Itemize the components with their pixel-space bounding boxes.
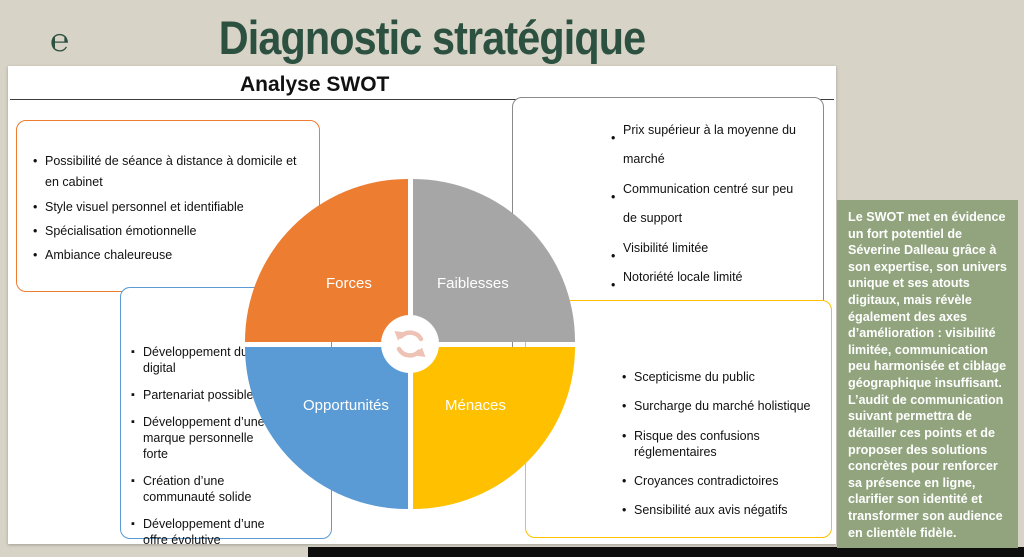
menaces-list: Scepticisme du publicSurcharge du marché… [526,301,836,519]
page-title: Diagnostic stratégique [218,11,646,64]
opportunites-quadrant-label: Opportunités [303,397,389,414]
brand-logo-icon: ℮ [50,22,70,58]
heading-divider [10,99,834,100]
list-item: Sensibilité aux avis négatifs [622,502,822,519]
opportunites-list: Développement du digitalPartenariat poss… [121,288,266,548]
list-item: Croyances contradictoires [622,473,822,490]
list-item: Développement d’une offre évolutive [131,516,266,548]
list-item: Développement du digital [131,344,266,376]
list-item: Possibilité de séance à distance à domic… [33,151,309,194]
forces-quadrant-label: Forces [326,275,372,292]
menaces-box: Scepticisme du publicSurcharge du marché… [525,300,832,538]
cycle-arrows-icon [381,315,439,373]
list-item: Visibilité limitée [611,234,809,272]
list-item: Spécialisation émotionnelle [33,221,309,243]
menaces-quadrant-label: Ménaces [445,397,506,414]
list-item: Prix supérieur à la moyenne du marché [611,116,809,175]
summary-text: Le SWOT met en évidence un fort potentie… [848,210,1007,540]
opportunites-box: Développement du digitalPartenariat poss… [120,287,332,547]
list-item: Création d’une communauté solide [131,473,266,505]
swot-slide: Analyse SWOT Possibilité de séance à dis… [8,66,836,547]
bottom-bar [308,547,1024,557]
faiblesses-list: Prix supérieur à la moyenne du marchéCom… [513,98,823,301]
list-item: Ambiance chaleureuse [33,245,309,267]
forces-quadrant [245,179,408,342]
list-item: Style visuel personnel et identifiable [33,197,309,219]
list-item: Risque des confusions réglementaires [622,428,822,461]
menaces-quadrant [412,346,575,509]
list-item: Surcharge du marché holistique [622,398,822,415]
list-item: Notoriété locale limité [611,263,809,301]
list-item: Scepticisme du public [622,369,822,386]
swot-wheel: Forces Faiblesses Opportunités Ménaces [245,179,575,509]
faiblesses-quadrant-label: Faiblesses [437,275,509,292]
opportunites-quadrant [245,346,408,509]
faiblesses-quadrant [412,179,575,342]
list-item: Partenariat possible [131,387,266,403]
slide-heading: Analyse SWOT [240,73,390,96]
summary-panel: Le SWOT met en évidence un fort potentie… [837,200,1018,548]
list-item: Communication centré sur peu de support [611,175,809,234]
list-item: Développement d’une marque personnelle f… [131,414,266,462]
forces-list: Possibilité de séance à distance à domic… [17,121,319,267]
